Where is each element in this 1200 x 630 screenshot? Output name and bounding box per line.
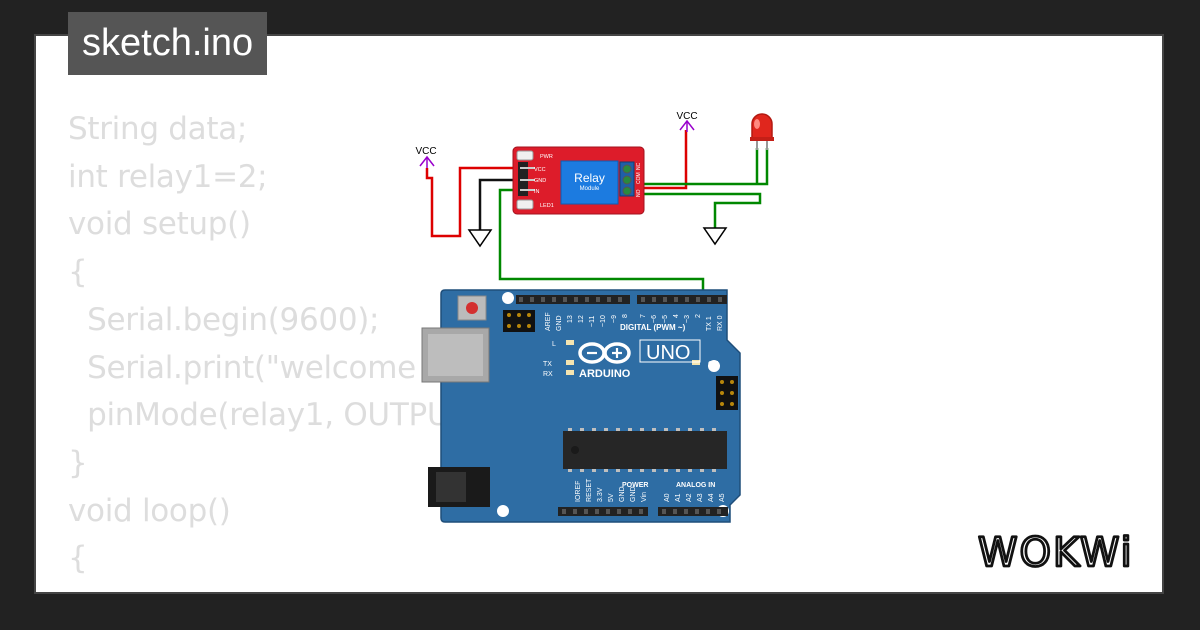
arduino-brand: ARDUINO: [579, 368, 631, 380]
pin-label-rx: RX 0: [717, 315, 724, 331]
wire-gnd-relay: [478, 178, 521, 230]
arduino-uno: AREF GND 13 12 ~11 ~10 ~9 8 7 ~6 ~5 4 ~3…: [421, 289, 741, 523]
wokwi-logo-text: WOKWi: [978, 530, 1134, 576]
pin-label-11: ~11: [589, 316, 596, 327]
code-line: if(Serial.available()>0): [68, 583, 666, 592]
power-pin-reset: RESET: [586, 478, 593, 502]
analog-pin-a4: A4: [708, 493, 715, 502]
filename-label: sketch.ino: [68, 12, 268, 75]
pin-label-aref: AREF: [545, 312, 552, 331]
relay-label-gnd: GND: [534, 178, 546, 184]
power-pin-gnd1: GND: [619, 486, 626, 502]
vcc-label-right: VCC: [676, 111, 697, 122]
relay-module: PWR VCC GND IN LED1 Relay Module NC COM …: [512, 146, 645, 215]
wire-vcc-com: [637, 130, 688, 190]
power-pin-3v3: 3.3V: [597, 487, 604, 502]
vcc-symbol-right: VCC: [676, 111, 698, 132]
wire-in-to-pin2: [498, 188, 705, 298]
relay-terminal-com: COM: [636, 172, 642, 184]
relay-label-pwr: PWR: [540, 154, 553, 160]
pin-label-tx: TX 1: [706, 316, 713, 331]
code-line: }: [68, 444, 88, 481]
led-label-l: L: [552, 341, 556, 348]
wokwi-logo: WOKWi: [977, 529, 1134, 578]
pin-label-13: 13: [567, 315, 574, 323]
relay-label-vcc: VCC: [534, 167, 546, 173]
pin-label-7: 7: [640, 314, 647, 318]
power-pin-5v: 5V: [608, 493, 615, 502]
wire-no-led: [637, 148, 769, 186]
analog-header-label: ANALOG IN: [676, 482, 715, 489]
code-line: void setup(): [68, 206, 251, 243]
relay-subtitle: Module: [580, 186, 600, 192]
pin-label-3: ~3: [684, 315, 691, 323]
pin-label-4: 4: [673, 314, 680, 318]
code-line: int relay1=2;: [68, 158, 268, 195]
relay-terminal-no: NO: [636, 189, 642, 197]
code-line: String data;: [68, 111, 248, 147]
led-label-on: ON: [708, 361, 719, 368]
ground-symbol: [467, 227, 728, 248]
vcc-symbol-left: VCC: [415, 146, 437, 168]
power-pin-gnd2: GND: [630, 486, 637, 502]
arduino-infinity-logo: [578, 342, 631, 364]
pin-label-9: ~9: [611, 315, 618, 323]
red-led: [750, 113, 774, 150]
power-header-label: POWER: [622, 482, 648, 489]
relay-label-led1: LED1: [540, 203, 554, 209]
code-line: Serial.begin(9600);: [68, 301, 380, 338]
wires: [425, 130, 769, 298]
code-line: {: [68, 540, 88, 577]
led-label-rx: RX: [543, 371, 553, 378]
arduino-model: UNO: [646, 342, 690, 364]
wire-nc-gnd: [637, 192, 762, 228]
vcc-label-left: VCC: [415, 146, 436, 157]
code-line: {: [68, 254, 88, 291]
led-label-tx: TX: [543, 361, 552, 368]
pin-label-8: 8: [622, 314, 629, 318]
relay-terminal-nc: NC: [636, 162, 642, 170]
pin-label-gnd: GND: [556, 315, 563, 331]
analog-pin-a1: A1: [675, 493, 682, 502]
relay-label-in: IN: [534, 189, 540, 195]
pin-label-5: ~5: [662, 315, 669, 323]
power-pin-ioref: IOREF: [575, 481, 582, 502]
power-pin-vin: Vin: [641, 492, 648, 502]
analog-pin-a2: A2: [686, 493, 693, 502]
pin-label-10: ~10: [600, 315, 607, 327]
digital-header-label: DIGITAL (PWM ~): [620, 323, 686, 332]
wire-vcc-left: [425, 166, 521, 238]
relay-title: Relay: [574, 171, 605, 185]
pin-label-2: 2: [695, 314, 702, 318]
analog-pin-a5: A5: [719, 493, 726, 502]
pin-label-12: 12: [578, 315, 585, 323]
code-line: void loop(): [68, 492, 231, 529]
analog-pin-a3: A3: [697, 493, 704, 502]
analog-pin-a0: A0: [664, 493, 671, 502]
pin-label-6: ~6: [651, 315, 658, 323]
